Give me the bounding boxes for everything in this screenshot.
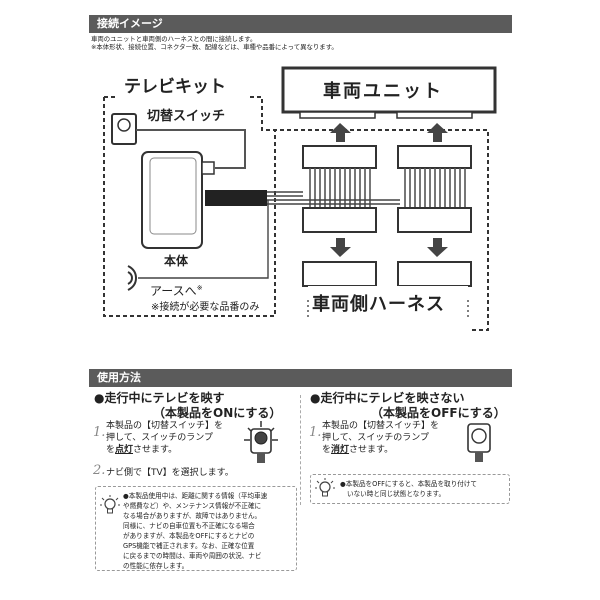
earth-mark: ※: [196, 284, 203, 292]
switch-button: [117, 118, 131, 132]
earth-label: アースへ: [150, 284, 197, 298]
off-step1-line3c: させます。: [349, 445, 394, 455]
kit-label: テレビキット: [121, 72, 229, 97]
kit-body-inner: [149, 157, 197, 235]
on-step1-text: 本製品の【切替スイッチ】を 押して、スイッチのランプ を点灯させます。: [106, 420, 223, 456]
on-step1-line2: 押して、スイッチのランプ: [106, 433, 214, 443]
on-hint-line: なる場合がありますが、故障ではありません。: [123, 512, 262, 520]
off-step1-emph: 消灯: [331, 445, 350, 455]
off-step1-number: 1.: [309, 425, 322, 440]
harness-connector-right: [397, 261, 472, 287]
switch-label: 切替スイッチ: [147, 109, 226, 124]
switch-lit-icon: [244, 421, 278, 463]
on-hint-line: の性能に依存します。: [123, 562, 189, 570]
body-port-top: [201, 161, 215, 175]
off-subtitle: （本製品をOFFにする）: [371, 406, 506, 420]
lightbulb-icon: [100, 495, 120, 514]
off-step1-line1: 本製品の【切替スイッチ】を: [322, 421, 440, 431]
on-subtitle: （本製品をONにする）: [153, 406, 282, 420]
off-hint-box: [310, 474, 510, 504]
on-hint-text: ●本製品使用中は、距離に関する情報（平均車速 や燃費など）や、メンテナンス情報が…: [123, 491, 267, 571]
on-hint-line: や燃費など）や、メンテナンス情報が不正確に: [123, 502, 262, 510]
on-hint-line: がありますが、本製品をOFFにするとナビの: [123, 532, 255, 540]
vehicle-unit-connector-left: [299, 111, 376, 119]
on-hint-line: 同様に、ナビの自車位置も不正確になる場合: [123, 522, 255, 530]
on-step1-number: 1.: [93, 425, 106, 440]
kit-connector-top-right: [397, 145, 472, 169]
on-step2-number: 2.: [93, 463, 106, 478]
off-step1-line3a: を: [322, 445, 332, 455]
on-hint-line: GPS機能で補正されます。なお、正確な位置: [123, 542, 255, 550]
connection-note: 車両のユニットと車両側のハーネスとの間に接続します。: [91, 35, 257, 43]
kit-body-unit: [141, 151, 203, 249]
off-hint-line: ●本製品をOFFにすると、本製品を取り付けて: [340, 480, 478, 488]
lightbulb-icon: [315, 478, 335, 497]
kit-connector-bottom-right: [397, 207, 472, 233]
kit-connector-top-left: [302, 145, 377, 169]
kit-connector-bottom-left: [302, 207, 377, 233]
on-hint-box: [95, 486, 297, 571]
on-step1-line3a: を: [106, 445, 116, 455]
off-step1-line3: を消灯させます。: [322, 444, 439, 456]
on-step1-emph: 点灯: [115, 445, 134, 455]
usage-header: 使用方法: [89, 369, 512, 387]
switch-unlit-icon: [467, 423, 491, 462]
on-step2-text: ナビ側で【TV】を選択します。: [106, 468, 234, 478]
column-divider: [300, 395, 301, 505]
down-arrow-left: [330, 238, 351, 257]
switch-cable: [136, 129, 246, 169]
on-step1-line3: を点灯させます。: [106, 444, 223, 456]
up-arrow-left: [330, 123, 351, 142]
vehicle-unit-connector-right: [396, 111, 473, 119]
down-arrow-right: [427, 238, 448, 257]
earth-terminal-icon: [127, 265, 138, 291]
off-title: ●走行中にテレビを映さない: [310, 391, 465, 405]
on-hint-line: に戻るまでの時間は、車両や周囲の状況、ナビ: [123, 552, 262, 560]
off-step1-text: 本製品の【切替スイッチ】を 押して、スイッチのランプ を消灯させます。: [322, 420, 439, 456]
switch-body: [111, 113, 137, 145]
earth-label-group: アースへ※: [150, 282, 203, 299]
wire-bundle-left: [309, 168, 371, 208]
harness-connector-left: [302, 261, 377, 287]
on-hint-line: ●本製品使用中は、距離に関する情報（平均車速: [123, 492, 268, 500]
on-step1-line1: 本製品の【切替スイッチ】を: [106, 421, 224, 431]
on-title: ●走行中にテレビを映す: [94, 391, 225, 405]
off-hint-text: ●本製品をOFFにすると、本製品を取り付けて いない時と同じ状態となります。: [340, 479, 477, 499]
on-step1-line3c: させます。: [133, 445, 178, 455]
earth-note: ※接続が必要な品番のみ: [151, 302, 260, 313]
body-label: 本体: [164, 254, 189, 268]
wire-bundle-right: [404, 168, 466, 208]
connection-header: 接続イメージ: [89, 15, 512, 33]
connection-caution: ※本体形状、接続位置、コネクター数、配線などは、車種や品番によって異なります。: [91, 43, 338, 51]
off-hint-line: いない時と同じ状態となります。: [347, 490, 446, 498]
up-arrow-right: [427, 123, 448, 142]
vehicle-harness-label: 車両側ハーネス: [312, 294, 445, 315]
vehicle-unit-label: 車両ユニット: [323, 81, 443, 102]
cable-sleeve: [205, 190, 267, 206]
off-step1-line2: 押して、スイッチのランプ: [322, 433, 430, 443]
